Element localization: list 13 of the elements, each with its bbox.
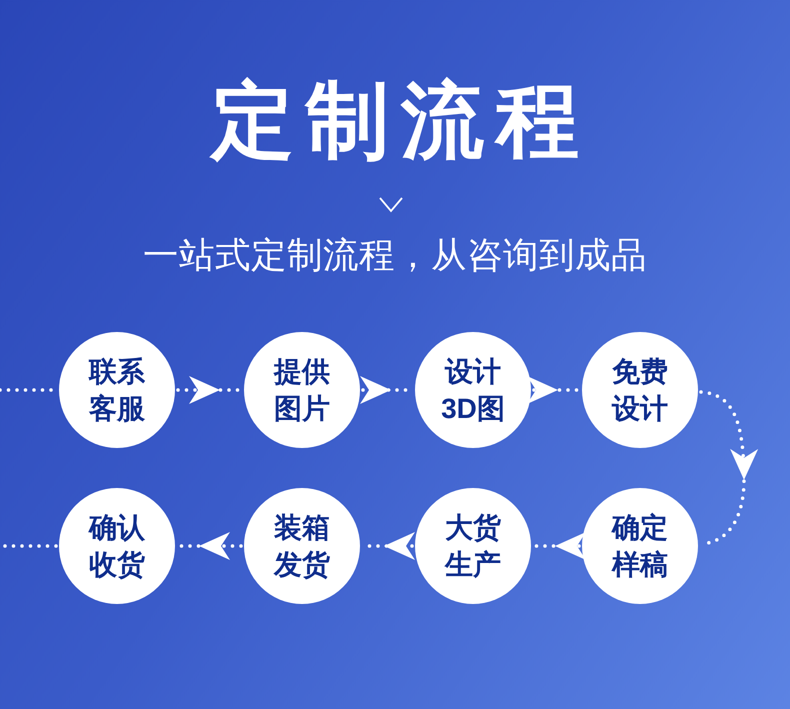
step-label: 设计3D图 bbox=[440, 355, 506, 426]
step-label: 装箱发货 bbox=[272, 511, 331, 582]
subtitle: 一站式定制流程，从咨询到成品 bbox=[142, 234, 648, 277]
step-label: 确定样稿 bbox=[610, 511, 669, 582]
step-label: 大货生产 bbox=[443, 511, 502, 582]
step-label: 联系客服 bbox=[87, 355, 146, 426]
title: 定制流程 bbox=[208, 73, 592, 169]
arrow bbox=[527, 376, 581, 404]
step-label: 确认收货 bbox=[87, 511, 146, 582]
step-label: 提供图片 bbox=[272, 355, 331, 426]
arrow bbox=[699, 390, 758, 546]
step-label: 免费设计 bbox=[610, 355, 669, 426]
arrow bbox=[532, 532, 586, 560]
